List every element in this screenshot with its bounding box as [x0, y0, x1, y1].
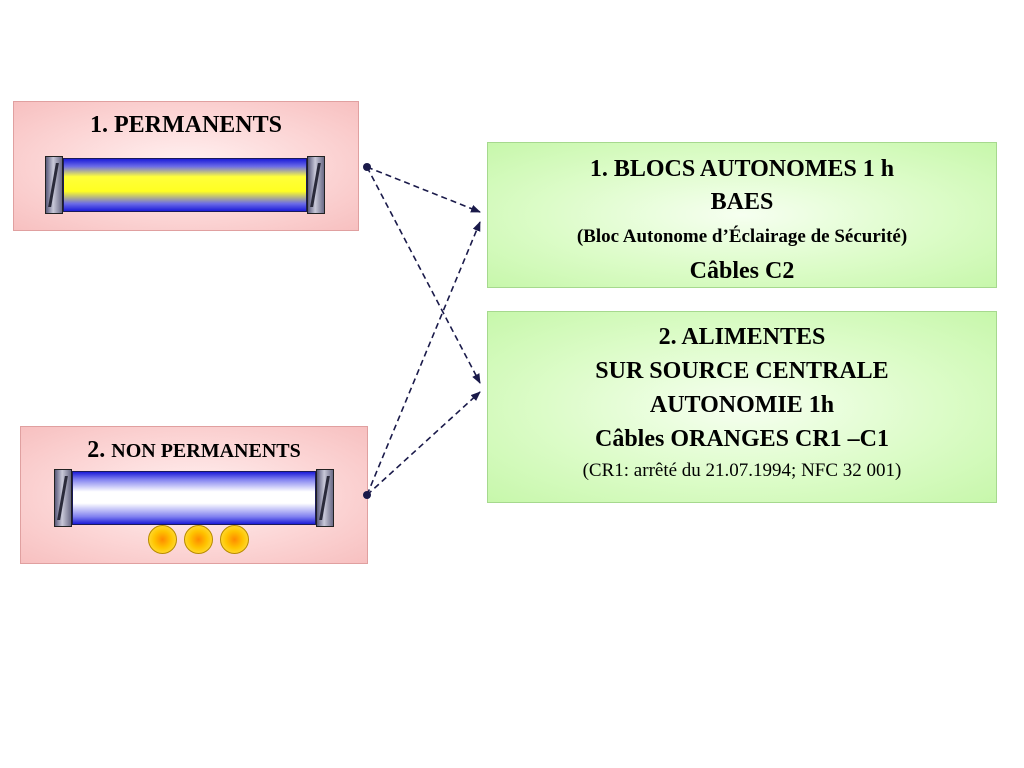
tube-end-cap-right-icon	[316, 469, 334, 527]
central-cables: Câbles ORANGES CR1 –C1	[594, 426, 890, 452]
baes-acronym: BAES	[710, 189, 774, 215]
arrow-permanents-to-central	[366, 166, 481, 384]
non-permanents-number: 2.	[87, 437, 106, 463]
fluorescent-tube-yellow-icon	[45, 156, 325, 214]
bulb-icon	[148, 525, 177, 554]
baes-cables: Câbles C2	[689, 258, 795, 284]
central-source-box: 2. ALIMENTES SUR SOURCE CENTRALE AUTONOM…	[487, 311, 997, 503]
baes-definition: (Bloc Autonome d’Éclairage de Sécurité)	[576, 226, 908, 247]
non-permanents-title: 2. NON PERMANENTS	[21, 437, 367, 464]
non-permanents-box: 2. NON PERMANENTS	[20, 426, 368, 564]
central-reference: (CR1: arrêté du 21.07.1994; NFC 32 001)	[582, 460, 902, 481]
bulb-group	[148, 525, 258, 555]
fluorescent-tube-white-icon	[54, 469, 334, 527]
arrow-non-permanents-to-central	[366, 391, 481, 496]
connector-origin-dot-top	[363, 163, 371, 171]
tube-end-cap-left-icon	[45, 156, 63, 214]
non-permanents-label: NON PERMANENTS	[111, 440, 301, 462]
central-autonomy: AUTONOMIE 1h	[649, 392, 835, 418]
permanents-title: 1. PERMANENTS	[89, 112, 282, 138]
arrow-non-permanents-to-baes	[366, 221, 481, 496]
baes-title: 1. BLOCS AUTONOMES 1 h	[589, 156, 895, 182]
tube-end-cap-right-icon	[307, 156, 325, 214]
bulb-icon	[220, 525, 249, 554]
central-source: SUR SOURCE CENTRALE	[595, 358, 889, 384]
central-title: 2. ALIMENTES	[658, 324, 826, 350]
tube-glass	[72, 471, 316, 525]
arrow-permanents-to-baes	[366, 166, 481, 213]
baes-box: 1. BLOCS AUTONOMES 1 h BAES (Bloc Autono…	[487, 142, 997, 288]
permanents-box: 1. PERMANENTS	[13, 101, 359, 231]
bulb-icon	[184, 525, 213, 554]
tube-glass	[63, 158, 307, 212]
tube-end-cap-left-icon	[54, 469, 72, 527]
